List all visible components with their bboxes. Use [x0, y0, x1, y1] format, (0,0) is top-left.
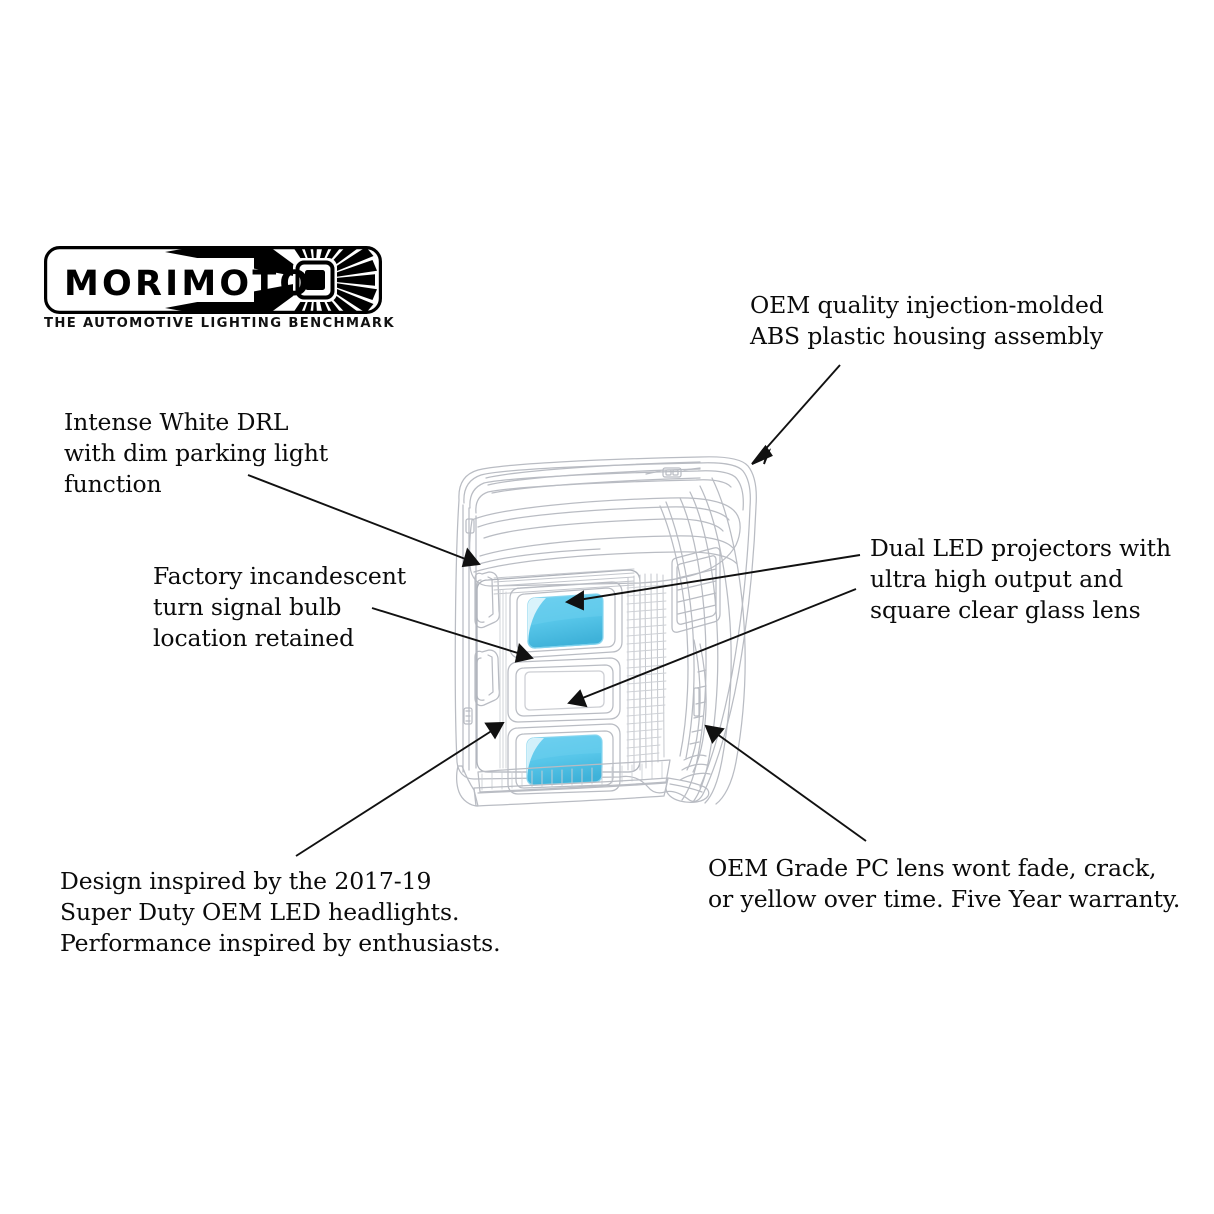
- right-rib-column: [627, 573, 665, 771]
- turn-signal-chamber: [507, 657, 621, 723]
- lower-bezel-ribs: [481, 761, 663, 791]
- lower-bezel-shelf: [477, 759, 671, 793]
- led-bulb-core: [305, 270, 325, 290]
- lower-left-foot: [456, 765, 479, 807]
- upper-bezel-hl-4: [473, 551, 738, 573]
- inner-chamber-frame: [476, 569, 641, 773]
- upper-bezel-hl-2: [483, 518, 724, 539]
- housing-top-seam-a: [485, 461, 701, 479]
- leader-housing: [751, 364, 841, 465]
- leader-projector-lower: [567, 588, 857, 708]
- upper-bezel-hl-1: [477, 506, 730, 528]
- leader-pc-lens: [704, 724, 867, 842]
- headlight-linework: [454, 456, 757, 807]
- side-marker-vent: [671, 547, 721, 633]
- morimoto-tagline: THE AUTOMOTIVE LIGHTING BENCHMARK: [44, 316, 395, 331]
- left-side-clip: [463, 707, 473, 725]
- upper-projector-lens-highlight: [528, 594, 603, 626]
- upper-bezel-swoosh: [475, 548, 601, 566]
- housing-top-seam-c: [491, 477, 701, 494]
- housing-top-seam-b: [487, 468, 701, 486]
- lower-projector-lens-highlight: [527, 735, 602, 762]
- rib-texture-top: [493, 568, 635, 595]
- leader-projector-upper: [564, 554, 861, 611]
- pc-lens-outer-edge: [699, 485, 732, 804]
- upper-bezel-hl-3: [479, 535, 734, 557]
- inner-lens-wall: [659, 505, 689, 757]
- callout-intense-white-drl: Intense White DRL with dim parking light…: [64, 408, 329, 498]
- callout-turn-signal: Factory incandescent turn signal bulb lo…: [153, 562, 407, 652]
- lower-projector-cell: [507, 723, 621, 795]
- callout-pc-lens-warranty: OEM Grade PC lens wont fade, crack, or y…: [708, 854, 1181, 913]
- housing-rim-top: [469, 470, 744, 511]
- morimoto-wordmark: MORIMOTO: [64, 264, 312, 304]
- left-mounting-tab-upper: [474, 571, 500, 629]
- left-side-clip-upper: [465, 518, 475, 534]
- housing-rim-top-2: [475, 479, 732, 514]
- morimoto-logo: MORIMOTO THE AUTOMOTIVE LIGHTING BENCHMA…: [44, 246, 395, 342]
- lower-right-foot: [665, 777, 710, 803]
- led-bulb-frame: [295, 260, 335, 300]
- upper-projector-lens: [527, 593, 604, 649]
- callout-oem-housing: OEM quality injection-molded ABS plastic…: [750, 291, 1104, 350]
- callout-design-inspiration: Design inspired by the 2017-19 Super Dut…: [60, 867, 501, 957]
- lower-lip: [473, 777, 669, 807]
- lower-lip-seam: [477, 782, 667, 794]
- inner-lens-wall-2: [665, 501, 695, 759]
- pc-lens-inner-edge: [679, 497, 707, 801]
- housing-outer-edge-inner: [463, 462, 751, 788]
- housing-top-connector-detail: [645, 467, 701, 478]
- morimoto-logo-plate: MORIMOTO: [44, 246, 382, 314]
- upper-projector-cell: [509, 581, 623, 659]
- housing-outer-edge: [454, 456, 757, 802]
- rib-hatching-left: [499, 589, 507, 769]
- callout-dual-led-projectors: Dual LED projectors with ultra high outp…: [870, 534, 1171, 624]
- pc-lens-mid-edge: [689, 491, 719, 803]
- lower-projector-lens: [526, 734, 603, 786]
- upper-bezel: [468, 497, 741, 587]
- leader-design: [295, 722, 505, 857]
- pc-lens-lower-detail: [679, 639, 711, 781]
- rib-hatching-right: [626, 584, 667, 757]
- left-mounting-tab-lower: [474, 649, 500, 707]
- pc-lens-outer-edge-2: [711, 477, 746, 805]
